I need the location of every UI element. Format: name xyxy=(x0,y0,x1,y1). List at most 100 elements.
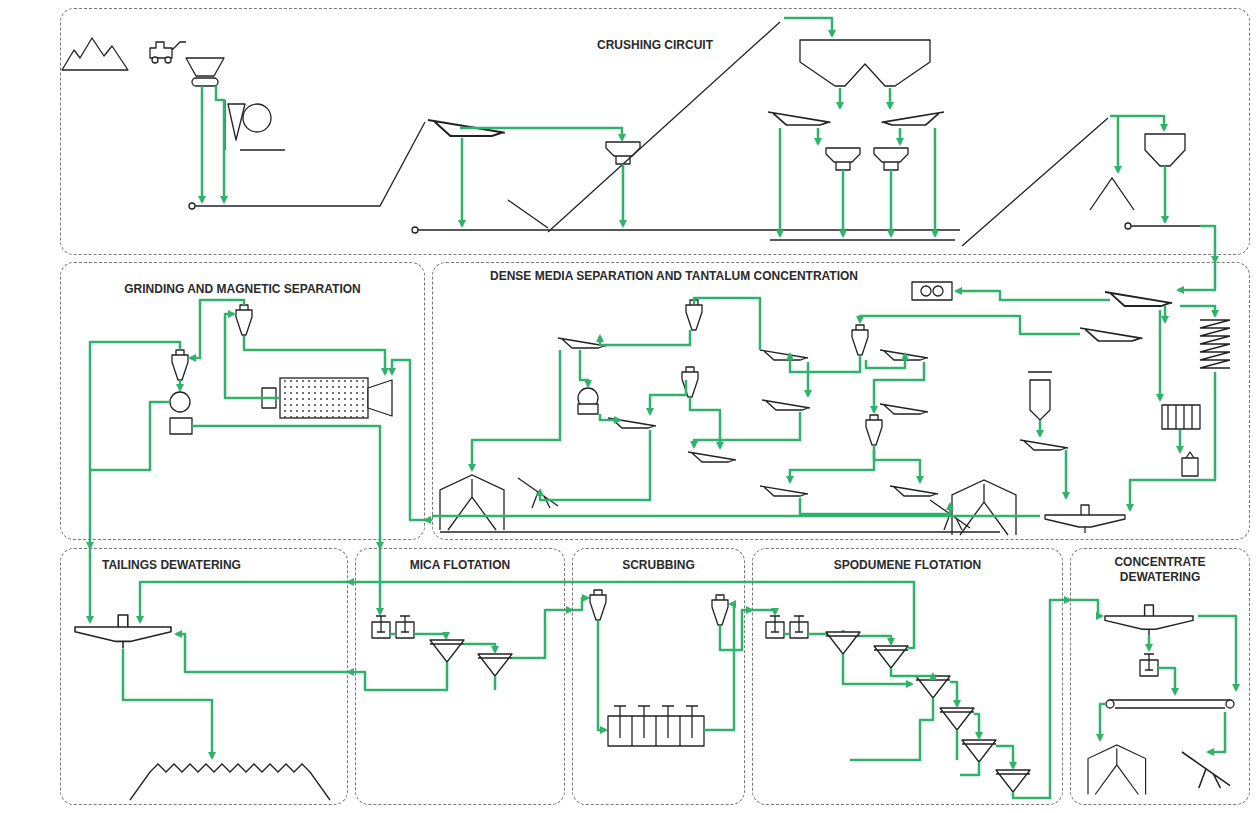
crushing-equipment-part xyxy=(1117,116,1120,172)
crushing-equipment-part xyxy=(150,42,186,58)
dense-media-equipment-part xyxy=(1180,306,1215,316)
dense-media-equipment-part xyxy=(807,362,810,396)
spodumene-flotation-equipment-part xyxy=(996,770,1030,792)
region-heading: TAILINGS DEWATERING xyxy=(99,558,244,573)
dense-media-equipment-part xyxy=(580,350,588,386)
dense-media-equipment-part xyxy=(1164,306,1167,322)
crushing-equipment-part xyxy=(460,128,622,140)
region-heading: MICA FLOTATION xyxy=(407,558,513,573)
concentrate-dewatering-equipment-part xyxy=(1182,752,1230,788)
tailings-equipment-part xyxy=(130,764,330,800)
tailings-equipment-part xyxy=(140,582,348,622)
grinding-equipment-part xyxy=(225,314,280,398)
concentrate-dewatering-equipment-part xyxy=(1100,704,1106,740)
dense-media-equipment-part xyxy=(860,316,1080,334)
crushing-equipment-part xyxy=(889,88,892,108)
spodumene-flotation-equipment-part xyxy=(874,646,908,668)
dense-media-equipment-part xyxy=(440,475,504,530)
concentrate-dewatering-equipment-part xyxy=(1158,668,1175,694)
spodumene-flotation-equipment-part xyxy=(752,582,914,648)
crushing-equipment-part xyxy=(770,118,1200,246)
crushing-equipment-part xyxy=(189,203,195,209)
process-region: SPODUMENE FLOTATION xyxy=(752,548,1063,805)
crushing-equipment-part xyxy=(216,86,224,202)
mica-flotation-equipment-part xyxy=(390,633,396,636)
dense-media-equipment-part xyxy=(1065,450,1068,498)
crushing-equipment-part xyxy=(192,122,425,206)
scrubbing-equipment-part xyxy=(572,598,588,610)
dense-media-equipment-part xyxy=(688,452,736,462)
mica-flotation-equipment-part xyxy=(414,634,446,638)
dense-media-equipment-part xyxy=(1130,372,1215,510)
dense-media-equipment-part xyxy=(682,367,698,397)
dense-media-equipment-part xyxy=(790,354,860,372)
grinding-equipment-part xyxy=(179,380,182,390)
crushing-equipment-part xyxy=(243,104,271,132)
dense-media-equipment-part xyxy=(694,298,760,350)
mica-flotation-equipment-part xyxy=(494,676,497,690)
crushing-equipment-part xyxy=(201,86,204,202)
spodumene-flotation-equipment-part xyxy=(962,740,996,762)
grinding-equipment-part xyxy=(170,392,190,412)
scrubbing-equipment-part xyxy=(712,595,728,625)
concentrate-dewatering-equipment-part xyxy=(1105,605,1193,636)
crushing-equipment-part xyxy=(152,57,158,63)
dense-media-equipment-part xyxy=(578,404,598,414)
spodumene-flotation-equipment-part xyxy=(1013,600,1063,798)
dense-media-equipment-part xyxy=(694,412,800,447)
crushing-equipment-part xyxy=(882,112,944,125)
grinding-equipment-part xyxy=(192,426,380,540)
spodumene-flotation-equipment-part xyxy=(996,746,1013,768)
crushing-equipment-part xyxy=(817,128,820,144)
tailings-equipment-part xyxy=(89,548,92,622)
concentrate-dewatering-equipment xyxy=(1070,600,1236,795)
dense-media-equipment-part xyxy=(790,445,874,482)
crushing-equipment-part xyxy=(1125,223,1131,229)
crushing-equipment-part xyxy=(784,18,832,36)
crushing-equipment-part xyxy=(779,128,782,236)
crushing-equipment-part xyxy=(826,148,860,170)
spodumene-flotation-equipment-part xyxy=(752,610,775,614)
spodumene-flotation-equipment-part xyxy=(790,616,808,638)
dense-media-equipment-part xyxy=(432,515,1040,518)
dense-media-equipment-part xyxy=(1045,505,1125,533)
spodumene-flotation-equipment-part xyxy=(860,636,891,644)
crushing-equipment-part xyxy=(62,38,128,70)
spodumene-flotation-equipment-part xyxy=(784,633,790,636)
flow-connector xyxy=(348,671,355,674)
region-heading: SCRUBBING xyxy=(619,558,698,573)
crushing-equipment-part xyxy=(842,170,845,236)
crushing-equipment-part xyxy=(415,200,960,230)
grinding-equipment-part xyxy=(280,378,368,418)
grinding-equipment-part xyxy=(244,336,385,374)
crushing-equipment-part xyxy=(228,104,245,140)
spodumene-flotation-equipment-part xyxy=(891,668,933,676)
spodumene-flotation-equipment-part xyxy=(850,698,933,760)
crushing-equipment-part xyxy=(186,58,224,76)
mica-flotation-equipment-part xyxy=(512,610,565,658)
crushing-equipment-part xyxy=(890,170,893,236)
mica-flotation-equipment-part xyxy=(372,616,390,638)
dense-media-equipment xyxy=(432,262,1230,535)
region-heading-row: CRUSHING CIRCUIT xyxy=(61,9,1249,53)
crushing-equipment-part xyxy=(1145,134,1185,166)
flow-connector xyxy=(89,540,92,548)
dense-media-equipment-part xyxy=(912,282,952,300)
process-region: CRUSHING CIRCUIT xyxy=(60,8,1250,255)
dense-media-equipment-part xyxy=(1182,452,1198,476)
dense-media-equipment-part xyxy=(952,480,1016,535)
dense-media-equipment-part xyxy=(874,362,924,412)
process-region: CONCENTRATE DEWATERING xyxy=(1070,548,1250,805)
spodumene-flotation-equipment-part xyxy=(916,676,950,698)
crushing-equipment-part xyxy=(768,112,830,125)
concentrate-dewatering-equipment-part xyxy=(1226,700,1234,708)
process-region: GRINDING AND MAGNETIC SEPARATION xyxy=(60,262,425,540)
flow-connector xyxy=(379,540,382,548)
dense-media-equipment-part xyxy=(1200,320,1230,368)
concentrate-dewatering-equipment-part xyxy=(1106,700,1114,708)
crushing-equipment-part xyxy=(165,57,171,63)
dense-media-equipment-part xyxy=(890,486,938,496)
dense-media-equipment-part xyxy=(762,400,810,410)
region-heading-row: DENSE MEDIA SEPARATION AND TANTALUM CONC… xyxy=(433,263,1249,284)
